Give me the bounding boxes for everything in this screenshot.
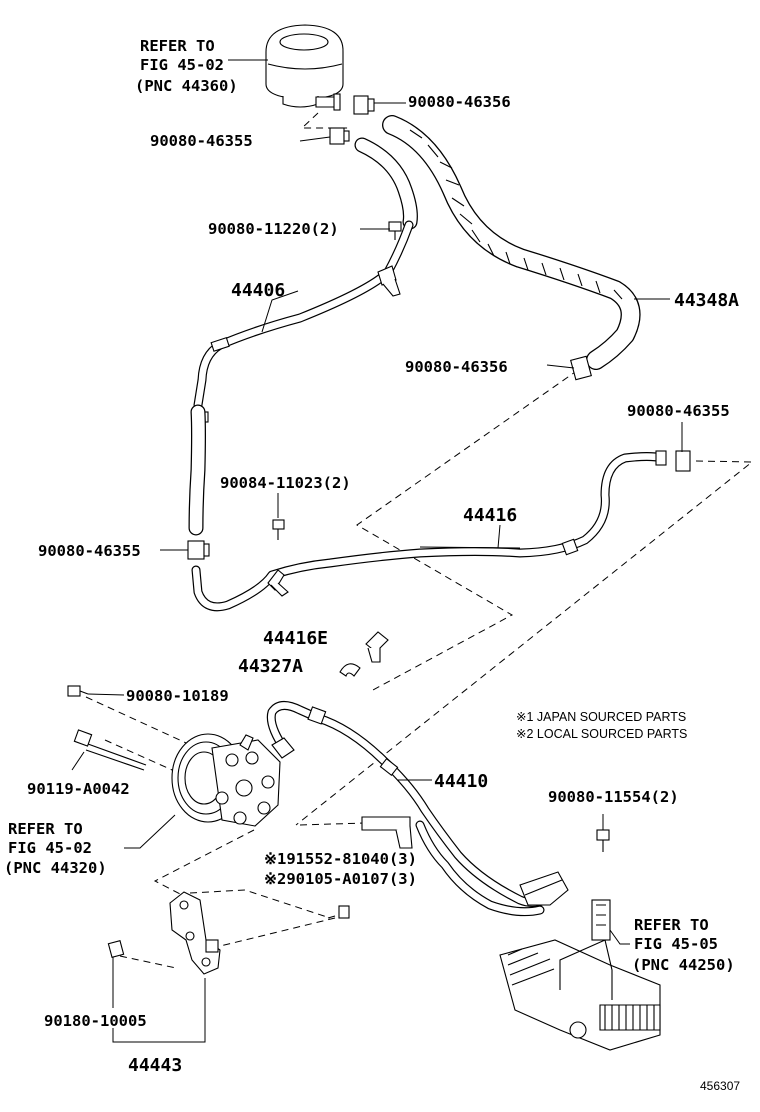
bolt-90080-10189 — [67, 685, 89, 697]
ref-gear-line2: FIG 45-05 — [634, 935, 718, 953]
label-bolt-10189: 90080-10189 — [126, 687, 229, 705]
label-bolt-11220: 90080-11220(2) — [208, 220, 339, 238]
label-bolt-a0042: 90119-A0042 — [27, 780, 130, 798]
tube-44406 — [192, 220, 414, 423]
ref-gear-line1: REFER TO — [634, 916, 709, 934]
bolt-90080-11554 — [596, 829, 610, 852]
label-bolt-a0107: ※290105-A0107(3) — [264, 870, 417, 888]
reference-gear: REFER TO FIG 45-05 (PNC 44250) — [632, 916, 735, 974]
label-bolt-11554: 90080-11554(2) — [548, 788, 679, 806]
figure-id: 456307 — [700, 1079, 740, 1093]
ref-reservoir-line3: (PNC 44360) — [135, 77, 238, 95]
label-clip-46356-mid: 90080-46356 — [405, 358, 508, 376]
ref-gear-line3: (PNC 44250) — [632, 956, 735, 974]
hose-lower-44406 — [188, 404, 206, 536]
ref-reservoir-line2: FIG 45-02 — [140, 56, 224, 74]
bolt-90080-11220 — [388, 221, 402, 240]
label-union-44416e: 44416E — [263, 628, 328, 649]
label-hose-44348a: 44348A — [674, 290, 739, 311]
leader-lines — [71, 59, 683, 1043]
pump-assembly — [171, 733, 295, 827]
tube-44410 — [266, 701, 550, 917]
reservoir-tank — [265, 24, 344, 111]
bolt-91552-81040 — [327, 905, 350, 919]
bracket-44443 — [169, 891, 221, 975]
label-clip-46356-top: 90080-46356 — [408, 93, 511, 111]
label-tube-44406: 44406 — [231, 280, 285, 301]
clip-90080-46356-mid — [570, 355, 592, 381]
note-local-sourced: ※2 LOCAL SOURCED PARTS — [516, 727, 687, 741]
label-tube-44410: 44410 — [434, 771, 488, 792]
clip-90080-46356-top — [353, 95, 375, 115]
label-nut-10005: 90180-10005 — [44, 1012, 147, 1030]
return-hose-44348a — [382, 115, 641, 370]
tube-44416 — [191, 450, 667, 612]
dashed-assembly-lines — [85, 112, 754, 969]
reference-pump: REFER TO FIG 45-02 (PNC 44320) — [4, 820, 107, 877]
ref-pump-line2: FIG 45-02 — [8, 839, 92, 857]
bolt-90119-a0042 — [73, 729, 147, 771]
label-bolt-81040: ※191552-81040(3) — [264, 850, 417, 868]
label-bracket-44443: 44443 — [128, 1055, 182, 1076]
clip-90080-46355-right — [675, 450, 691, 472]
label-clip-46355-left: 90080-46355 — [38, 542, 141, 560]
label-clip-46355-right: 90080-46355 — [627, 402, 730, 420]
hose-to-44406 — [354, 137, 418, 230]
union-bolt-44416e — [365, 631, 389, 663]
bolt-90084-11023 — [272, 519, 285, 540]
label-bolt-11023: 90084-11023(2) — [220, 474, 351, 492]
gasket-44327a — [339, 663, 361, 677]
clip-90080-46355-left — [187, 540, 210, 560]
label-clip-46355-top: 90080-46355 — [150, 132, 253, 150]
steering-gear — [499, 871, 661, 1051]
ref-reservoir-line1: REFER TO — [140, 37, 215, 55]
label-tube-44416: 44416 — [463, 505, 517, 526]
ref-pump-line3: (PNC 44320) — [4, 859, 107, 877]
label-gasket-44327a: 44327A — [238, 656, 303, 677]
note-japan-sourced: ※1 JAPAN SOURCED PARTS — [516, 710, 686, 724]
clip-90080-46355-top — [329, 127, 350, 145]
reference-reservoir: REFER TO FIG 45-02 (PNC 44360) — [135, 37, 238, 95]
ref-pump-line1: REFER TO — [8, 820, 83, 838]
nut-90180-10005 — [107, 940, 125, 958]
